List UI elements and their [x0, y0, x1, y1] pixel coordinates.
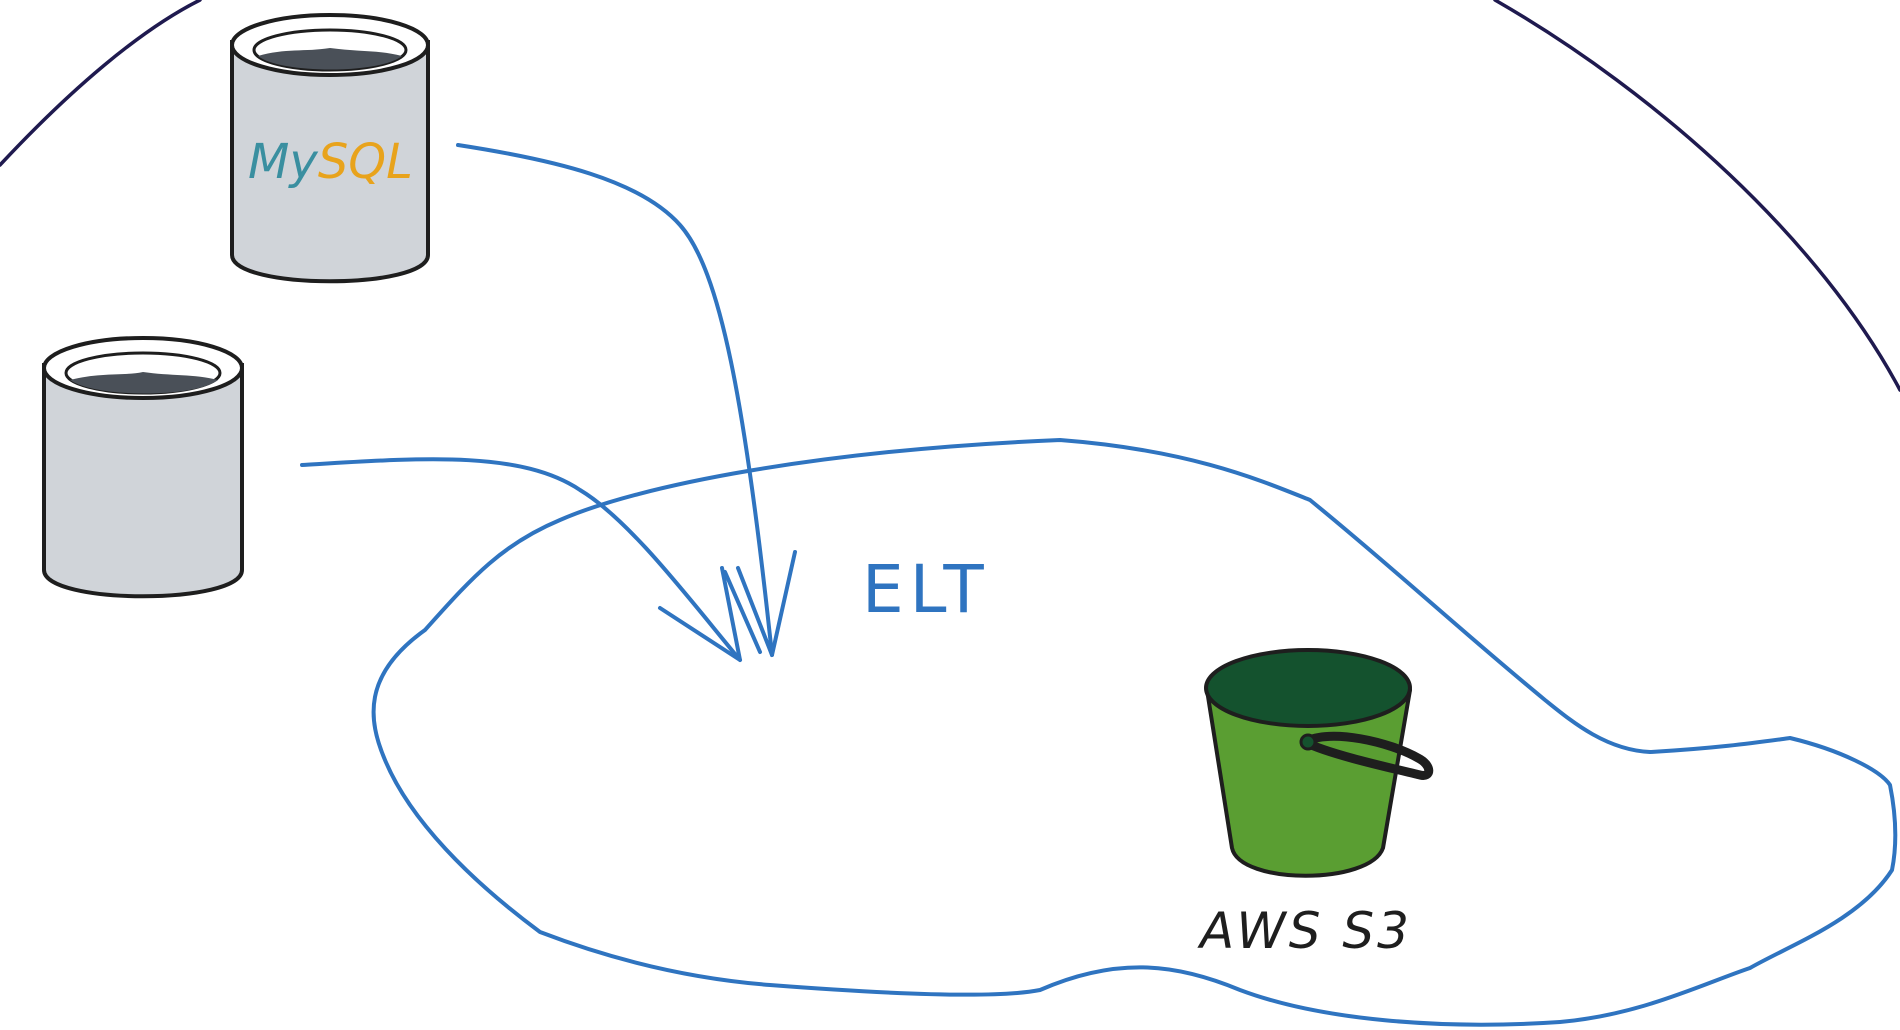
generic-db-arrow-head — [658, 566, 742, 662]
frame-circle — [0, 0, 1900, 392]
mysql-flow-arrow — [456, 143, 774, 657]
mysql-arrow-head — [723, 550, 797, 657]
mysql-label-my: My — [248, 134, 318, 190]
elt-label: ELT — [862, 551, 990, 628]
data-lake-boundary — [371, 438, 1898, 1027]
s3-bucket-icon — [1204, 648, 1434, 878]
mysql-database-icon: MySQL — [230, 13, 430, 284]
bucket-handle — [1300, 731, 1434, 780]
s3-label: AWS S3 — [1197, 902, 1412, 960]
generic-database-icon — [42, 336, 244, 599]
generic-db-flow-arrow — [300, 457, 742, 662]
mysql-label: MySQL — [248, 134, 413, 190]
mysql-label-sql: SQL — [318, 134, 413, 190]
